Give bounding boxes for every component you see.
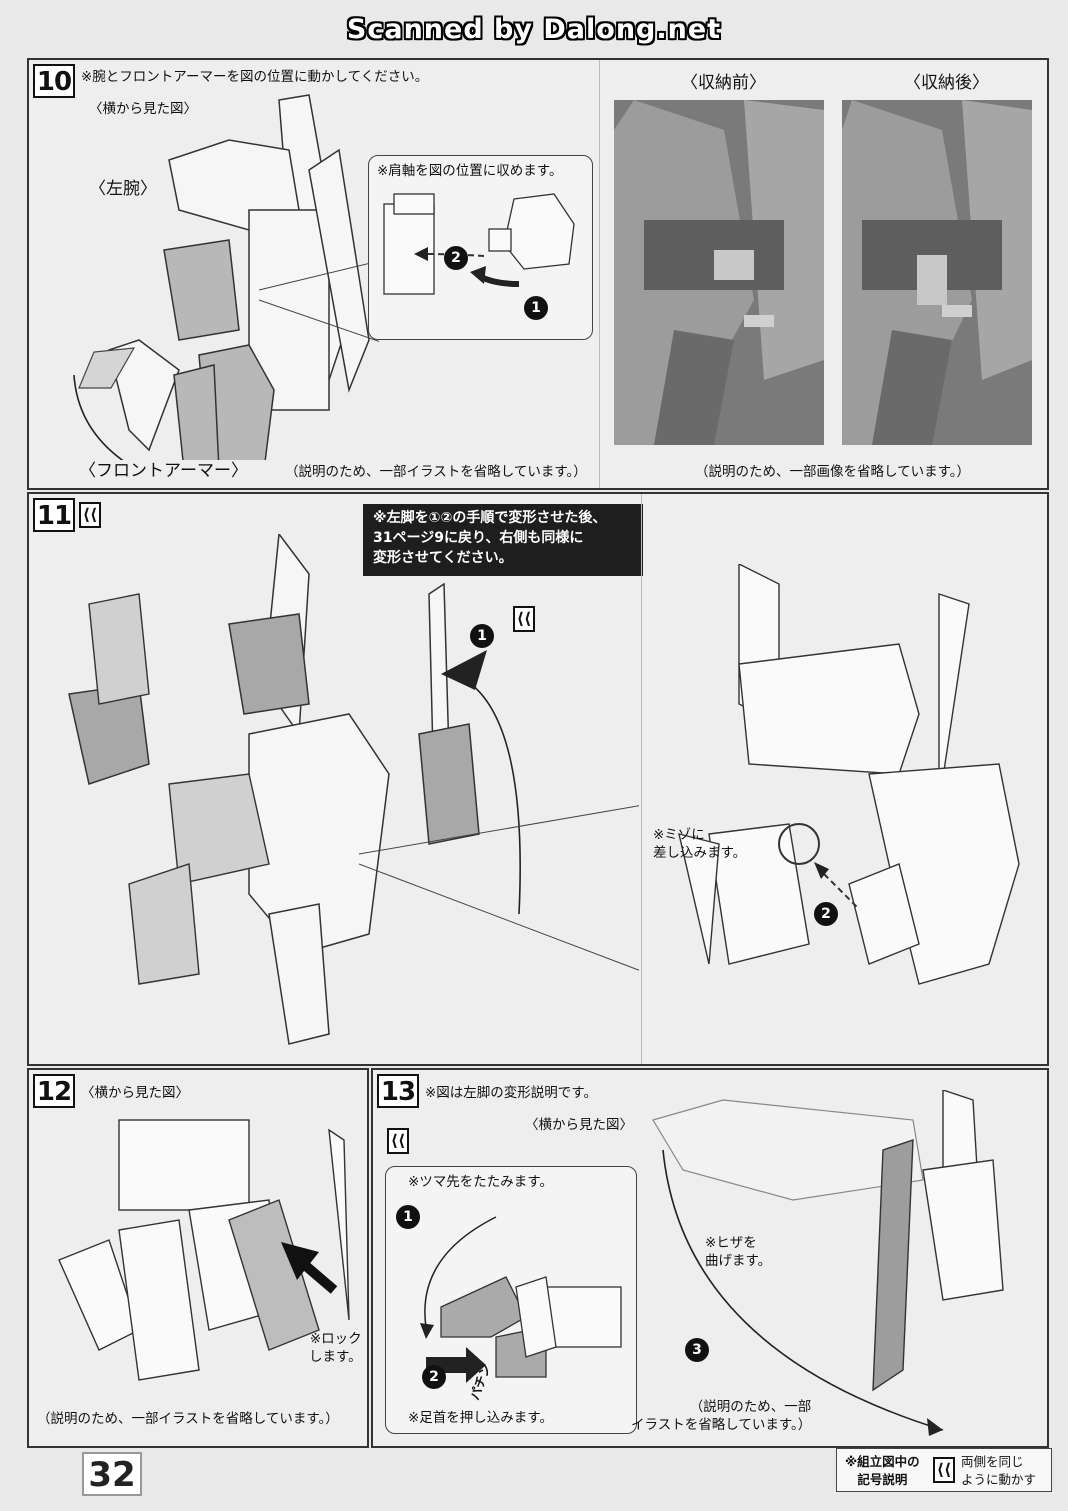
groove-note: ※ミゾに 差し込みます。 <box>653 826 746 862</box>
legend-text-line-2: ように動かす <box>961 1472 1037 1487</box>
side-view-label: 〈横から見た図〉 <box>81 1085 189 1101</box>
shoulder-inset-illustration <box>383 193 575 295</box>
left-arm-label: 〈左腕〉 <box>89 179 157 199</box>
groove-note-line-2: 差し込みます。 <box>653 845 747 861</box>
after-photo <box>842 100 1032 445</box>
marker-2: 2 <box>422 1365 446 1389</box>
divider <box>599 60 600 488</box>
marker-3: 3 <box>685 1338 709 1362</box>
foot-inset: ※ツマ先をたたみます。 1 2 パチン ※足首を押し込みます。 <box>385 1166 637 1434</box>
lock-note-line-2: します。 <box>309 1349 362 1365</box>
robot-front-illustration <box>68 534 639 1045</box>
step-instruction: ※図は左脚の変形説明です。 <box>425 1085 597 1101</box>
step-number: 11 <box>33 498 75 532</box>
legend-text: 両側を同じ ように動かす <box>961 1453 1036 1489</box>
legend-title-line-2: 記号説明 <box>857 1472 908 1487</box>
before-photo <box>614 100 824 445</box>
callout-line-1: ※左脚を①②の手順で変形させた後、 <box>373 510 607 526</box>
knee-note-line-2: 曲げます。 <box>705 1253 772 1269</box>
marker-1: 1 <box>524 296 548 320</box>
both-sides-icon: ⟨⟨ <box>79 502 101 528</box>
marker-2: 2 <box>814 902 838 926</box>
step-instruction: ※腕とフロントアーマーを図の位置に動かしてください。 <box>81 69 429 85</box>
side-view-label: 〈横から見た図〉 <box>89 101 197 117</box>
step-10-panel: 10 ※腕とフロントアーマーを図の位置に動かしてください。 〈横から見た図〉 〈… <box>27 58 1049 490</box>
omit-note: （説明のため、一部イラストを省略しています。） <box>37 1411 339 1427</box>
divider <box>641 494 642 1064</box>
both-sides-icon: ⟨⟨ <box>933 1457 955 1483</box>
both-sides-icon: ⟨⟨ <box>387 1128 409 1154</box>
omit-note-line-1: （説明のため、一部 <box>689 1399 812 1415</box>
lock-note: ※ロック します。 <box>309 1330 362 1366</box>
toe-note: ※ツマ先をたたみます。 <box>408 1174 553 1190</box>
foot-inset-illustration <box>420 1216 622 1383</box>
step-11-callout: ※左脚を①②の手順で変形させた後、 31ページ9に戻り、右側も同様に 変形させて… <box>363 504 643 576</box>
omit-note: （説明のため、一部イラストを省略しています。） <box>285 464 587 480</box>
legend-title: ※組立図中の 記号説明 <box>845 1453 920 1489</box>
omit-note: （説明のため、一部 イラストを省略しています。） <box>631 1398 811 1434</box>
groove-note-line-1: ※ミゾに <box>653 827 705 843</box>
robot-side-illustration <box>73 94 379 460</box>
legend-text-line-1: 両側を同じ <box>961 1454 1024 1469</box>
watermark: Scanned by Dalong.net <box>346 14 722 45</box>
marker-1: 1 <box>470 624 494 648</box>
marker-1: 1 <box>396 1205 420 1229</box>
knee-note-line-1: ※ヒザを <box>705 1235 757 1251</box>
step-number: 12 <box>33 1074 75 1108</box>
before-label: 〈収納前〉 <box>681 73 766 93</box>
photo-note: （説明のため、一部画像を省略しています。） <box>695 464 970 480</box>
step-12-illustration <box>58 1119 350 1381</box>
legend-title-line-1: ※組立図中の <box>845 1454 920 1469</box>
step-number: 13 <box>377 1074 419 1108</box>
knee-note: ※ヒザを 曲げます。 <box>705 1234 771 1270</box>
page-number: 32 <box>82 1452 142 1496</box>
lock-note-line-1: ※ロック <box>309 1331 362 1347</box>
step-number: 10 <box>33 64 75 98</box>
step-13-panel: 13 ※図は左脚の変形説明です。 〈横から見た図〉 ⟨⟨ ※ツマ先をたたみます。… <box>371 1068 1049 1448</box>
callout-line-3: 変形させてください。 <box>373 550 513 566</box>
step-11-panel: 11 ⟨⟨ ※左脚を①②の手順で変形させた後、 31ページ9に戻り、右側も同様に… <box>27 492 1049 1066</box>
side-view-label: 〈横から見た図〉 <box>525 1117 633 1133</box>
leg-side-illustration <box>652 1090 1004 1436</box>
both-sides-icon: ⟨⟨ <box>513 606 535 632</box>
after-label: 〈収納後〉 <box>904 73 989 93</box>
ankle-note: ※足首を押し込みます。 <box>408 1410 553 1426</box>
callout-line-2: 31ページ9に戻り、右側も同様に <box>373 530 584 546</box>
leg-detail-illustration <box>678 564 1020 985</box>
symbol-legend: ※組立図中の 記号説明 ⟨⟨ 両側を同じ ように動かす <box>836 1448 1052 1492</box>
step-12-panel: 12 〈横から見た図〉 ※ロック します。 （説明のため、一部イラストを省略して… <box>27 1068 369 1448</box>
shoulder-inset: ※肩軸を図の位置に収めます。 1 2 <box>368 155 593 340</box>
marker-2: 2 <box>444 246 468 270</box>
front-armor-label: 〈フロントアーマー〉 <box>79 461 248 481</box>
omit-note-line-2: イラストを省略しています。） <box>631 1417 812 1433</box>
inset-note: ※肩軸を図の位置に収めます。 <box>377 163 563 179</box>
